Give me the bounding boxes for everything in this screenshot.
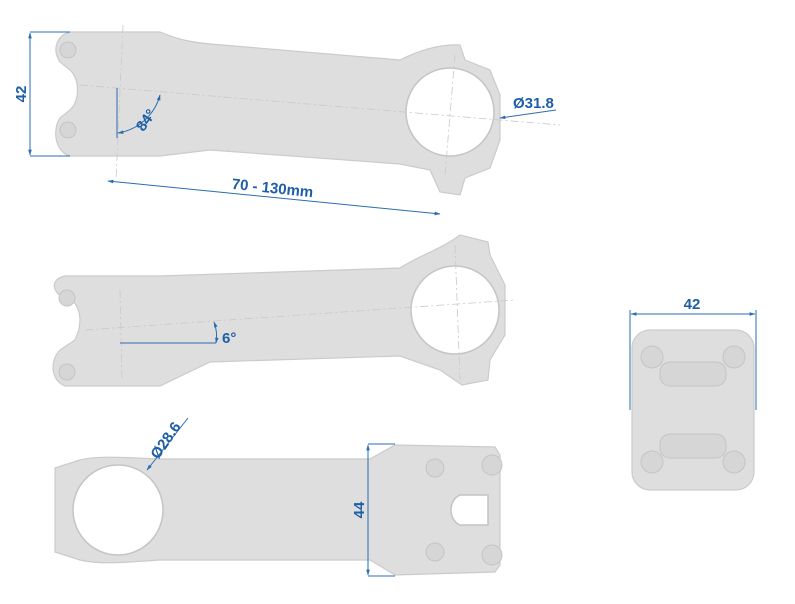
bolt-head [722, 345, 746, 369]
stem-body [54, 444, 501, 576]
steerer-label: Ø28.6 [147, 419, 184, 462]
height-label: 42 [13, 86, 30, 103]
bolt-hole [58, 289, 76, 307]
bolt-head [722, 450, 746, 474]
angle-arc [117, 94, 161, 134]
bolt-head [640, 345, 664, 369]
steerer-leader [146, 417, 189, 471]
handlebar-clamp-bore [405, 67, 495, 157]
bolt-head [640, 450, 664, 474]
rise-angle-label: 6° [222, 330, 236, 347]
length-dimension-line [107, 179, 441, 216]
flipped-view: 6° [52, 234, 516, 387]
steerer-clamp-bore [72, 464, 164, 556]
slot [450, 494, 489, 526]
front-view: 42 [629, 296, 757, 491]
rise-angle-arc [213, 321, 219, 344]
bar-clamp-label: Ø31.8 [513, 95, 554, 112]
side-view: 42 84° 70 - 130mm Ø31.8 [13, 24, 561, 216]
stem-body [55, 31, 501, 196]
front-width-label: 42 [684, 296, 701, 313]
width-label: 44 [351, 501, 368, 518]
bar-clamp-leader [499, 109, 557, 120]
top-view: 44 Ø28.6 [54, 417, 503, 577]
stem-body [52, 234, 506, 387]
bolt-hole [58, 363, 76, 381]
bolt-hole [59, 41, 77, 59]
bolt-hole [59, 121, 77, 139]
handlebar-clamp-bore [410, 265, 500, 355]
